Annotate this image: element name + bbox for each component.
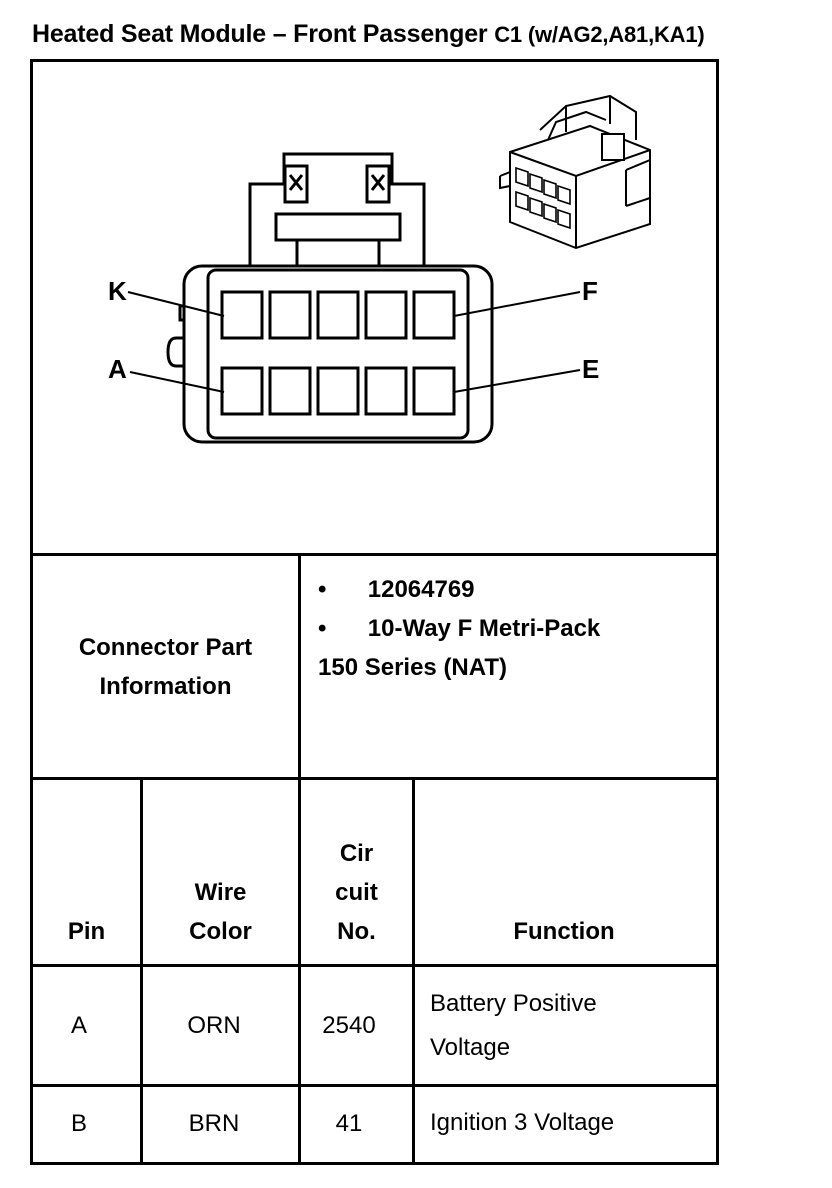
header-wire-color-line1: Wire bbox=[194, 879, 247, 906]
cavity-h bbox=[316, 290, 360, 340]
header-wire-color-line2: Color bbox=[189, 918, 252, 945]
header-circuit: Cir cuit No. bbox=[301, 834, 412, 951]
cavity-grid bbox=[220, 290, 456, 416]
row-a-function-line2: Voltage bbox=[430, 1034, 511, 1061]
divider-header bbox=[30, 964, 716, 967]
lock-tab-right-latch bbox=[365, 164, 391, 204]
divider-col-pin bbox=[140, 777, 143, 1162]
cavity-c bbox=[316, 366, 360, 416]
row-a-wire-color: ORN bbox=[187, 1012, 241, 1039]
cavity-b bbox=[268, 366, 312, 416]
cavity-k bbox=[220, 290, 264, 340]
header-circuit-line2: cuit bbox=[335, 879, 378, 906]
divider-col-wire bbox=[298, 777, 301, 1162]
connector-info-label-line1: Connector Part bbox=[78, 634, 253, 661]
lock-tab-bar bbox=[274, 212, 402, 242]
pin-label-k: K bbox=[108, 276, 127, 306]
divider-row bbox=[30, 1084, 716, 1087]
header-function: Function bbox=[513, 918, 615, 945]
title-main: Heated Seat Module – Front Passenger bbox=[32, 20, 488, 48]
page-title: Heated Seat Module – Front Passenger C1 … bbox=[32, 20, 705, 49]
row-a-circuit: 2540 bbox=[322, 1012, 376, 1039]
row-b-circuit: 41 bbox=[335, 1110, 363, 1137]
description-line: • 10-Way F Metri-Pack bbox=[318, 615, 600, 643]
bullet-1: • bbox=[318, 576, 327, 603]
header-circuit-line1: Cir bbox=[339, 840, 374, 867]
cavity-d bbox=[364, 366, 408, 416]
header-pin: Pin bbox=[67, 918, 106, 945]
title-sub: C1 (w/AG2,A81,KA1) bbox=[494, 22, 705, 47]
divider-info bbox=[30, 777, 716, 780]
connector-body bbox=[182, 264, 494, 444]
lock-tab-left-latch bbox=[283, 164, 309, 204]
leader-a bbox=[129, 371, 225, 393]
row-b-function: Ignition 3 Voltage bbox=[430, 1109, 615, 1136]
pin-label-a: A bbox=[108, 354, 127, 384]
part-number: 12064769 bbox=[367, 576, 475, 603]
cavity-f bbox=[412, 290, 456, 340]
row-b-pin: B bbox=[70, 1110, 87, 1137]
cavity-j bbox=[268, 290, 312, 340]
side-key bbox=[166, 336, 184, 368]
divider-diagram bbox=[30, 553, 716, 556]
row-b-wire-color: BRN bbox=[188, 1110, 240, 1137]
divider-info-col bbox=[298, 553, 301, 780]
divider-col-circuit bbox=[412, 777, 415, 1162]
row-a-function: Battery Positive Voltage bbox=[430, 982, 597, 1070]
cavity-e bbox=[412, 366, 456, 416]
header-circuit-line3: No. bbox=[337, 918, 376, 945]
pin-label-e: E bbox=[582, 354, 599, 384]
leader-k bbox=[127, 291, 225, 317]
connector-face bbox=[206, 268, 470, 440]
description-line2: 150 Series (NAT) bbox=[318, 654, 507, 681]
lock-tab-outline bbox=[248, 152, 426, 266]
cavity-a bbox=[220, 366, 264, 416]
pin-label-f: F bbox=[582, 276, 598, 306]
connector-sheet bbox=[30, 59, 719, 1165]
row-a-pin: A bbox=[70, 1012, 87, 1039]
row-a-function-line1: Battery Positive bbox=[430, 990, 597, 1017]
part-number-line: • 12064769 bbox=[318, 576, 475, 604]
connector-face-diagram: K A F E bbox=[108, 94, 651, 444]
connector-isometric-view bbox=[499, 94, 651, 250]
header-wire-color: Wire Color bbox=[143, 873, 298, 951]
connector-info-label-line2: Information bbox=[99, 673, 232, 700]
leader-f bbox=[453, 291, 581, 317]
leader-e bbox=[453, 369, 581, 393]
bullet-2: • bbox=[318, 615, 327, 642]
connector-info-label: Connector Part Information bbox=[33, 628, 298, 706]
cavity-g bbox=[364, 290, 408, 340]
description-line1: 10-Way F Metri-Pack bbox=[367, 615, 601, 642]
